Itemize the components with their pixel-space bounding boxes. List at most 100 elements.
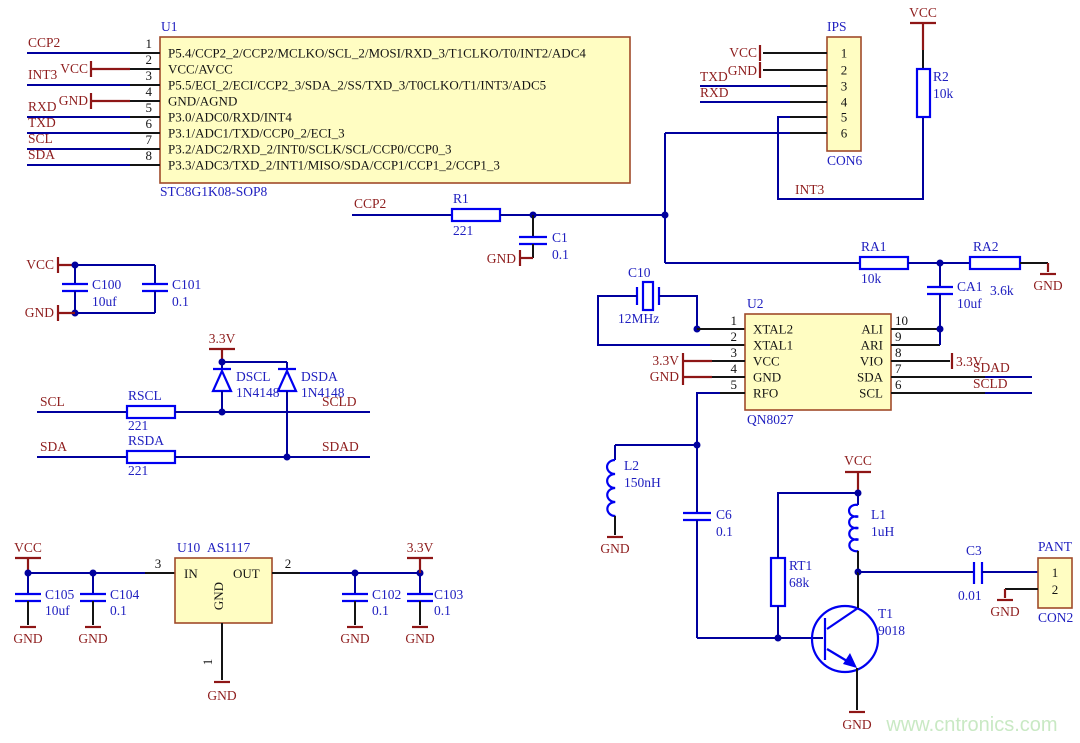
capacitor-c105-symbol: [15, 592, 41, 603]
power-port-vcc-r2: VCC: [909, 5, 937, 20]
t1-refdes: T1: [878, 606, 893, 621]
audio-input-rc-section: CCP2 R1 221 GND C1 0.1: [352, 133, 669, 266]
c100-value: 10uf: [92, 294, 117, 309]
c10-value: 12MHz: [618, 311, 659, 326]
power-port-gnd-ra2: GND: [1033, 278, 1062, 293]
u2-pin4-name: GND: [753, 370, 781, 385]
l1-refdes: L1: [871, 507, 886, 522]
power-port-3v3-reg: 3.3V: [407, 540, 434, 555]
ips-pin1-number: 1: [841, 46, 848, 61]
dscl-refdes: DSCL: [236, 369, 271, 384]
c105-value: 10uf: [45, 603, 70, 618]
u2-pin3-name: VCC: [753, 354, 780, 369]
net-label-scld-u2: SCLD: [973, 376, 1008, 391]
u1-pin5-name: P3.0/ADC0/RXD/INT4: [168, 110, 292, 125]
power-port-gnd-c104: GND: [78, 631, 107, 646]
rt1-value: 68k: [789, 575, 810, 590]
power-port-gnd-u1: GND: [59, 93, 88, 108]
u1-body: [159, 36, 631, 184]
audio-divider-section: RA1 10k RA2 3.6k GND CA1 10uf: [665, 239, 1063, 329]
c103-value: 0.1: [434, 603, 451, 618]
power-port-gnd-u2: GND: [650, 369, 679, 384]
c6-value: 0.1: [716, 524, 733, 539]
u10-pin-gnd-name: GND: [211, 582, 226, 610]
resistor-rsda-symbol: [125, 449, 177, 465]
power-port-gnd-c1: GND: [487, 251, 516, 266]
u2-pin3-number: 3: [731, 345, 738, 360]
power-port-gnd-c102: GND: [340, 631, 369, 646]
u2-pin9-number: 9: [895, 329, 902, 344]
net-label-ccp2-r1: CCP2: [354, 196, 386, 211]
u1-part: STC8G1K08-SOP8: [160, 184, 268, 199]
u1-pin6-name: P3.1/ADC1/TXD/CCP0_2/ECI_3: [168, 126, 345, 141]
capacitor-c1-symbol: [519, 235, 547, 246]
ips-connector-section: IPS CON6 VCC GND TXD RXD INT3 1 2 3 4 5 …: [665, 19, 924, 200]
rscl-value: 221: [128, 418, 148, 433]
net-label-int3-ips: INT3: [795, 182, 824, 197]
resistor-r2-symbol: [915, 67, 932, 119]
u2-pin4-number: 4: [731, 361, 738, 376]
net-label-scld: SCLD: [322, 394, 357, 409]
c105-refdes: C105: [45, 587, 75, 602]
power-port-gnd-u10: GND: [207, 688, 236, 703]
c1-refdes: C1: [552, 230, 568, 245]
net-label-int3: INT3: [28, 67, 57, 82]
u1-pin1-name: P5.4/CCP2_2/CCP2/MCLKO/SCL_2/MOSI/RXD_3/…: [168, 46, 586, 61]
capacitor-c101-symbol: [142, 282, 168, 293]
u1-pin2-number: 2: [146, 52, 153, 67]
u1-pin8-number: 8: [146, 148, 153, 163]
inductor-l1-symbol: [847, 503, 859, 553]
r1-value: 221: [453, 223, 473, 238]
u2-pin1-number: 1: [731, 313, 738, 328]
ra2-value: 3.6k: [990, 283, 1014, 298]
c104-value: 0.1: [110, 603, 127, 618]
c100-refdes: C100: [92, 277, 122, 292]
net-label-sda: SDA: [28, 147, 55, 162]
u2-pin6-number: 6: [895, 377, 902, 392]
ca1-value: 10uf: [957, 296, 982, 311]
ips-pin2-number: 2: [841, 63, 848, 78]
u10-pin2-number: 2: [285, 556, 292, 571]
ips-part: CON6: [827, 153, 863, 168]
net-label-scl-line: SCL: [40, 394, 65, 409]
c1-value: 0.1: [552, 247, 569, 262]
ra1-value: 10k: [861, 271, 882, 286]
power-port-gnd-pant: GND: [990, 604, 1019, 619]
pant-body: [1037, 557, 1073, 609]
ips-refdes: IPS: [827, 19, 847, 34]
net-label-sda-line: SDA: [40, 439, 67, 454]
u1-pin3-name: P5.5/ECI_2/ECI/CCP2_3/SDA_2/SS/TXD_3/T0C…: [168, 78, 546, 93]
ca1-refdes: CA1: [957, 279, 983, 294]
ips-body: [826, 36, 862, 152]
u2-part: QN8027: [747, 412, 794, 427]
rt1-refdes: RT1: [789, 558, 812, 573]
u2-pin2-name: XTAL1: [753, 338, 793, 353]
r2-pullup-section: VCC R2 10k: [909, 5, 954, 119]
u1-pin6-number: 6: [146, 116, 153, 131]
u2-pin2-number: 2: [731, 329, 738, 344]
u2-refdes: U2: [747, 296, 764, 311]
capacitor-c6-symbol: [683, 511, 711, 522]
net-label-sdad: SDAD: [322, 439, 359, 454]
c103-refdes: C103: [434, 587, 464, 602]
u1-pin1-number: 1: [146, 36, 153, 51]
ra2-refdes: RA2: [973, 239, 999, 254]
t1-value: 9018: [878, 623, 905, 638]
capacitor-c104-symbol: [80, 592, 106, 603]
c102-refdes: C102: [372, 587, 401, 602]
power-port-3v3-u2: 3.3V: [652, 353, 679, 368]
r2-refdes: R2: [933, 69, 949, 84]
ips-pin3-number: 3: [841, 79, 848, 94]
u10-pin-in-name: IN: [184, 566, 198, 581]
capacitor-c3-symbol: [972, 562, 984, 584]
power-port-vcc-u1: VCC: [60, 61, 88, 76]
u1-refdes: U1: [161, 19, 178, 34]
u1-pin7-number: 7: [146, 132, 153, 147]
u1-pin2-name: VCC/AVCC: [168, 62, 233, 77]
c101-value: 0.1: [172, 294, 189, 309]
crystal-c10-symbol: [635, 280, 661, 312]
u2-pin9-name: ARI: [861, 338, 883, 353]
diode-dscl-symbol: [211, 367, 233, 393]
u2-pin10-number: 10: [895, 313, 908, 328]
power-port-gnd-c100: GND: [25, 305, 54, 320]
